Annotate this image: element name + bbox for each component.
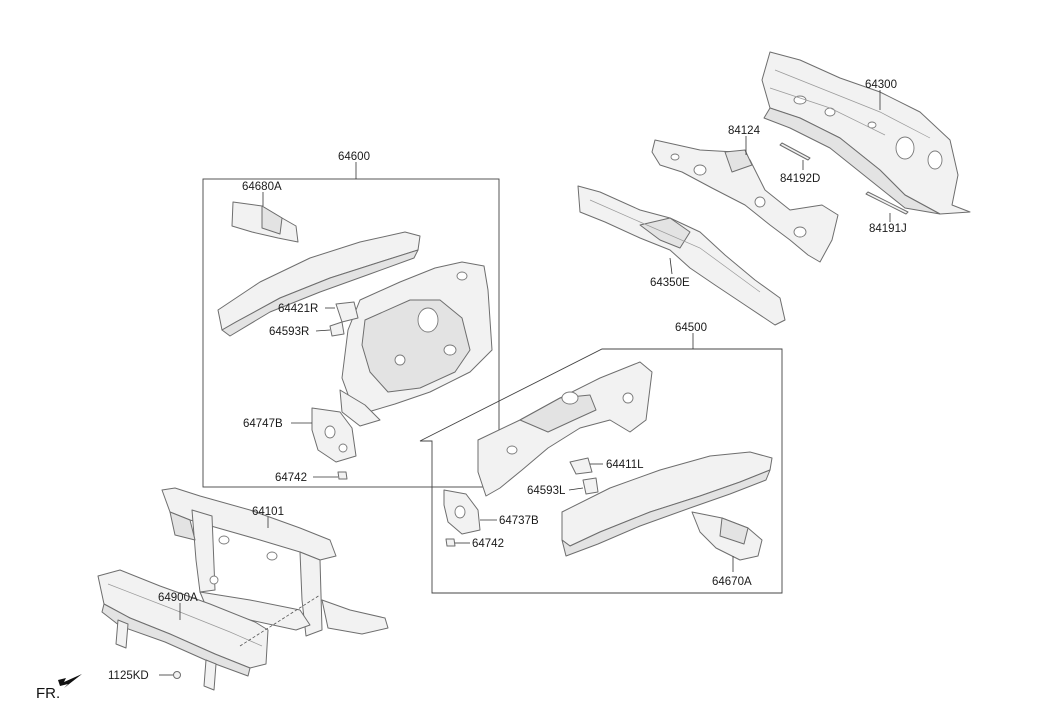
label-1125KD: 1125KD: [108, 670, 149, 682]
assembly-box-64600: [202, 178, 500, 488]
assembly-box-64500: [419, 348, 783, 594]
bumper-beam-64900A: [97, 569, 269, 691]
bracket-64421R: [335, 301, 359, 323]
bracket-64411L: [569, 457, 593, 475]
wheelhouse-apron-64600: [339, 261, 493, 427]
alignment-dashed-line: [239, 594, 321, 647]
label-64350E: 64350E: [650, 277, 690, 289]
label-64411L: 64411L: [606, 459, 644, 471]
label-64101: 64101: [252, 506, 284, 518]
plate-64737B: [443, 489, 481, 535]
label-64593L: 64593L: [527, 485, 566, 497]
plate-64747B: [311, 407, 357, 463]
label-64500: 64500: [675, 322, 707, 334]
label-64900A: 64900A: [158, 592, 198, 604]
cowl-64350E: [577, 185, 786, 326]
label-64742-bottom: 64742: [472, 538, 504, 550]
side-member-rail-64500: [561, 451, 773, 557]
wheelhouse-apron-64500: [477, 361, 653, 497]
label-64421R: 64421R: [278, 303, 318, 315]
bracket-64593L: [582, 477, 599, 495]
strip-84191J: [865, 191, 909, 215]
front-arrow-icon: [58, 674, 82, 688]
bracket-64680A: [231, 201, 299, 243]
side-member-rail-64600: [217, 231, 421, 337]
radiator-support-64101: [161, 487, 389, 637]
bolt-1125KD: [173, 671, 181, 679]
label-64737B: 64737B: [499, 515, 539, 527]
front-indicator-label: FR.: [36, 685, 60, 702]
insulator-84124: [651, 139, 839, 263]
label-64300: 64300: [865, 79, 897, 91]
dash-panel-64300: [761, 51, 971, 215]
strip-84192D: [779, 142, 811, 161]
bracket-64670A: [691, 511, 763, 561]
label-64747B: 64747B: [243, 418, 283, 430]
label-64593R: 64593R: [269, 326, 309, 338]
label-84124: 84124: [728, 125, 761, 137]
label-64600: 64600: [338, 151, 370, 163]
leader-lines: [159, 90, 891, 676]
label-64680A: 64680A: [242, 181, 282, 193]
bracket-64593R: [329, 321, 345, 337]
label-64742-top: 64742: [275, 472, 307, 484]
bolt-64742-bottom: [445, 538, 456, 547]
label-84191J: 84191J: [869, 223, 907, 235]
label-64670A: 64670A: [712, 576, 752, 588]
label-84192D: 84192D: [780, 173, 820, 185]
bolt-64742-top: [337, 471, 348, 480]
